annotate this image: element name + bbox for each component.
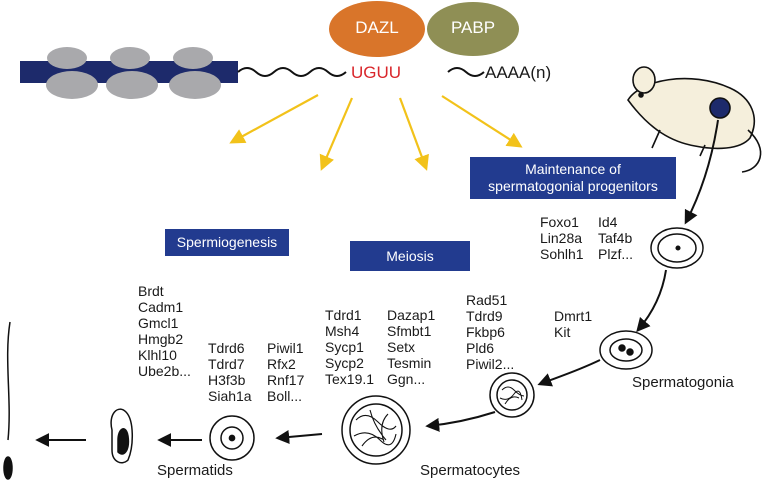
dazl-label: DAZL <box>355 18 399 37</box>
ribosome-2 <box>46 71 98 99</box>
mouse-illustration <box>627 66 762 173</box>
spermatid-genes-col2: Piwil1 Rfx2 Rnf17 Boll... <box>267 340 305 404</box>
pachytene-spermatocyte-cell <box>341 395 411 465</box>
ribosome-4 <box>106 71 158 99</box>
testis-icon <box>709 97 731 119</box>
arrow-to-spermiogenesis <box>229 94 319 144</box>
progenitor-genes-col1: Foxo1 Lin28a Sohlh1 <box>540 214 584 262</box>
mouse-leg-back <box>699 144 706 157</box>
maintenance-box: Maintenance of spermatogonial progenitor… <box>470 157 676 199</box>
motif-label: UGUU <box>351 63 402 82</box>
mouse-tail <box>741 129 762 173</box>
ribosome-3 <box>110 47 150 69</box>
mature-sperm <box>3 321 13 480</box>
elongating-spermatid-cell <box>110 408 133 464</box>
spermatocytes-label: Spermatocytes <box>420 462 521 479</box>
progenitor-cell <box>650 227 704 269</box>
early-spermatocyte-cell <box>489 372 535 418</box>
arrow-spermatogonia-to-early-cyte <box>537 359 601 387</box>
spermatogonia-label: Spermatogonia <box>632 374 734 391</box>
ribosome-group <box>46 47 221 99</box>
progenitor-genes-col2: Id4 Taf4b Plzf... <box>598 214 634 262</box>
mouse-eye <box>638 92 644 98</box>
mrna-3utr-wave <box>237 67 347 77</box>
lineage-arrows <box>35 119 719 447</box>
arrow-mouse-to-progenitor <box>684 119 719 225</box>
dazl-protein <box>329 1 425 57</box>
spermiogenesis-box: Spermiogenesis <box>165 229 289 256</box>
ribosome-1 <box>47 47 87 69</box>
meiosis-box: Meiosis <box>350 241 470 271</box>
arrow-to-meiosis-a <box>319 97 354 171</box>
polya-tail-label: AAAA(n) <box>485 63 552 82</box>
spermatids-label: Spermatids <box>157 462 233 479</box>
polya-wave <box>447 67 485 77</box>
ribosome-5 <box>173 47 213 69</box>
pabp-protein <box>427 2 519 56</box>
spermatid-genes-col1: Tdrd6 Tdrd7 H3f3b Siah1a <box>208 340 252 404</box>
round-spermatid-cell <box>209 415 255 461</box>
arrow-to-maintenance <box>441 95 523 148</box>
pabp-label: PABP <box>450 18 496 37</box>
spermatogonia-genes: Dmrt1 Kit <box>554 308 593 340</box>
meiosis-genes-col2: Tdrd1 Msh4 Sycp1 Sycp2 Tex19.1 <box>325 307 375 387</box>
mouse-leg-front <box>651 129 661 149</box>
arrow-cyte-to-round-spermatid <box>275 430 323 444</box>
mouse-ear <box>632 66 656 94</box>
yellow-arrows <box>229 94 523 171</box>
arrow-early-to-late-cyte <box>425 411 496 432</box>
ribosome-6 <box>169 71 221 99</box>
meiosis-genes-col3: Dazap1 Sfmbt1 Setx Tesmin Ggn... <box>387 307 436 387</box>
spermiogenesis-genes: Brdt Cadm1 Gmcl1 Hmgb2 Klhl10 Ube2b... <box>138 283 191 379</box>
meiosis-genes-col1: Rad51 Tdrd9 Fkbp6 Pld6 Piwil2... <box>466 292 515 372</box>
arrow-progenitor-to-spermatogonia <box>636 269 667 333</box>
spermatogonia-cell <box>599 330 653 370</box>
arrow-to-meiosis-b <box>398 97 429 171</box>
